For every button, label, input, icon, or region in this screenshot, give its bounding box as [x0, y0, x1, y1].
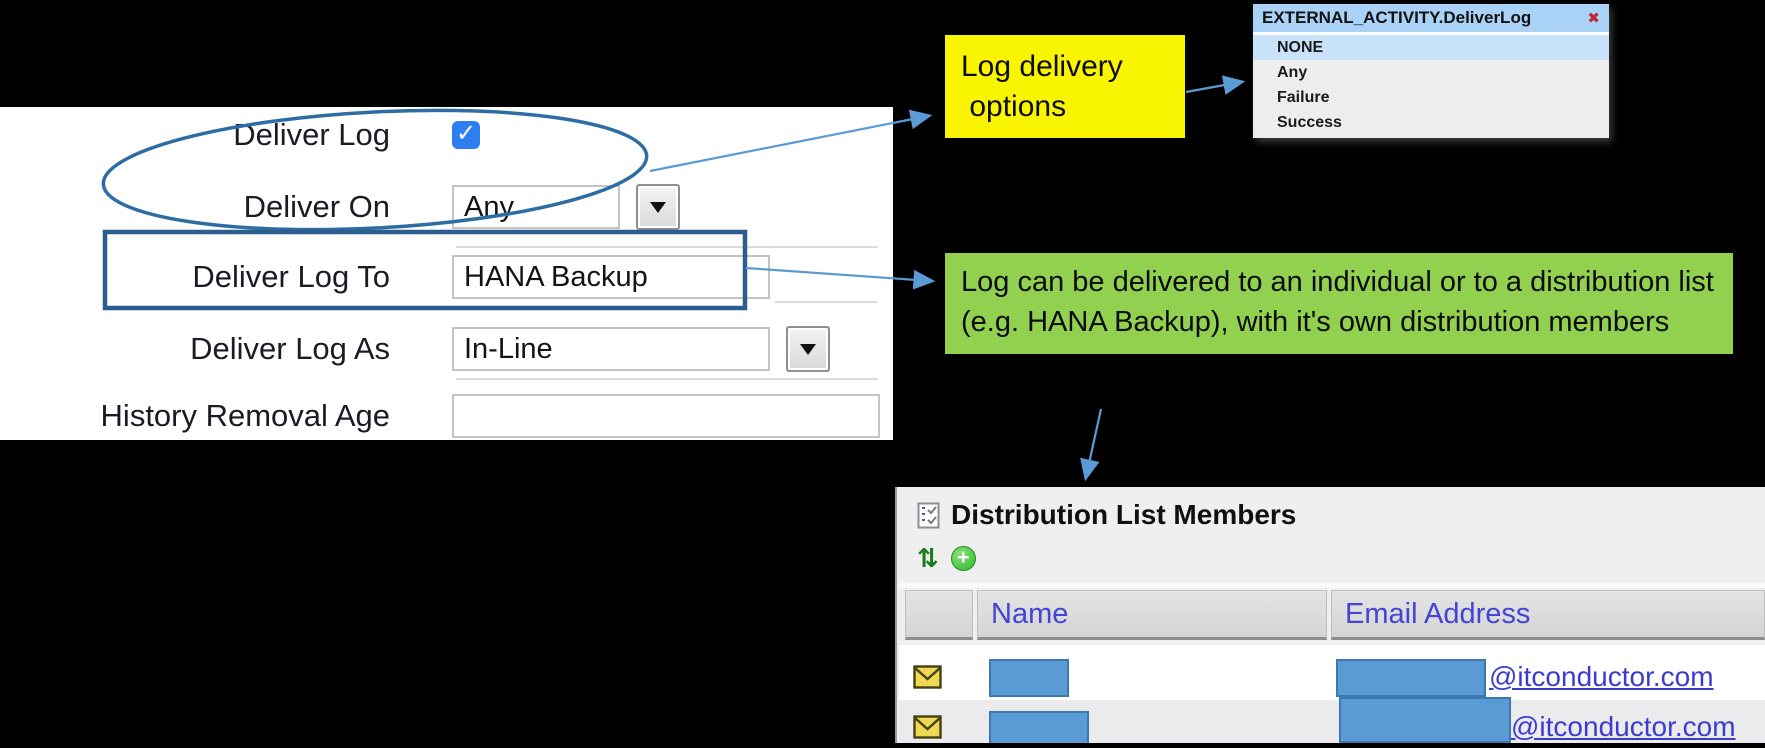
redacted-email-box — [1336, 659, 1486, 697]
column-header-icon[interactable] — [905, 590, 973, 640]
add-member-icon[interactable]: + — [950, 545, 976, 571]
toolbar-separator — [899, 583, 1765, 588]
refresh-icon[interactable]: ⇅ — [917, 543, 939, 573]
redacted-name-box — [989, 711, 1089, 743]
arrow-green-note-to-members-panel — [1080, 408, 1103, 482]
column-header-email-address[interactable]: Email Address — [1331, 590, 1765, 640]
row-separator-line — [456, 378, 878, 380]
delivery-settings-form: Deliver Log Deliver On Any Deliver Log T… — [0, 107, 893, 440]
members-panel-title: Distribution List Members — [951, 499, 1297, 530]
popup-option-success[interactable]: Success — [1277, 114, 1342, 131]
green-annotation-note: Log can be delivered to an individual or… — [945, 253, 1733, 354]
arrow-yellow-note-to-popup — [1185, 75, 1246, 95]
redacted-name-box — [989, 659, 1069, 697]
dropdown-arrow-icon — [650, 201, 666, 213]
deliver-log-to-label: Deliver Log To — [192, 259, 390, 294]
deliver-on-input[interactable]: Any — [452, 185, 620, 229]
deliver-log-to-input[interactable]: HANA Backup — [452, 255, 770, 299]
redacted-email-box — [1339, 697, 1511, 743]
popup-title: EXTERNAL_ACTIVITY.DeliverLog — [1262, 8, 1532, 27]
yellow-annotation-note: Log delivery options — [945, 35, 1185, 138]
email-domain-link[interactable]: @itconductor.com — [1489, 661, 1714, 692]
deliverlog-options-popup: EXTERNAL_ACTIVITY.DeliverLog ✖ NONE Any … — [1253, 4, 1609, 138]
envelope-icon — [913, 665, 942, 689]
column-header-name[interactable]: Name — [977, 590, 1327, 640]
dropdown-arrow-icon — [800, 343, 816, 355]
close-icon[interactable]: ✖ — [1587, 10, 1600, 27]
envelope-icon — [913, 715, 942, 739]
history-removal-age-input[interactable] — [452, 394, 880, 438]
deliver-log-checkbox[interactable] — [452, 119, 480, 149]
email-domain-link[interactable]: @itconductor.com — [1511, 711, 1736, 742]
deliver-on-label: Deliver On — [243, 189, 390, 224]
row-separator-line — [775, 301, 878, 303]
row-separator-line — [456, 246, 878, 248]
popup-option-failure[interactable]: Failure — [1277, 89, 1330, 106]
popup-option-any[interactable]: Any — [1277, 64, 1308, 81]
deliver-log-as-label: Deliver Log As — [190, 331, 390, 366]
deliver-log-as-input[interactable]: In-Line — [452, 327, 770, 371]
distribution-list-members-panel: Distribution List Members ⇅ + Name Email… — [895, 487, 1765, 743]
history-removal-age-label: History Removal Age — [100, 398, 390, 433]
deliver-log-as-dropdown-button[interactable] — [786, 326, 830, 372]
deliver-log-label: Deliver Log — [233, 117, 390, 152]
list-icon — [917, 502, 940, 528]
popup-option-none[interactable]: NONE — [1253, 35, 1609, 60]
popup-header[interactable]: EXTERNAL_ACTIVITY.DeliverLog ✖ — [1253, 4, 1609, 35]
popup-option-list: NONE Any Failure Success — [1253, 35, 1609, 138]
deliver-on-dropdown-button[interactable] — [636, 184, 680, 230]
